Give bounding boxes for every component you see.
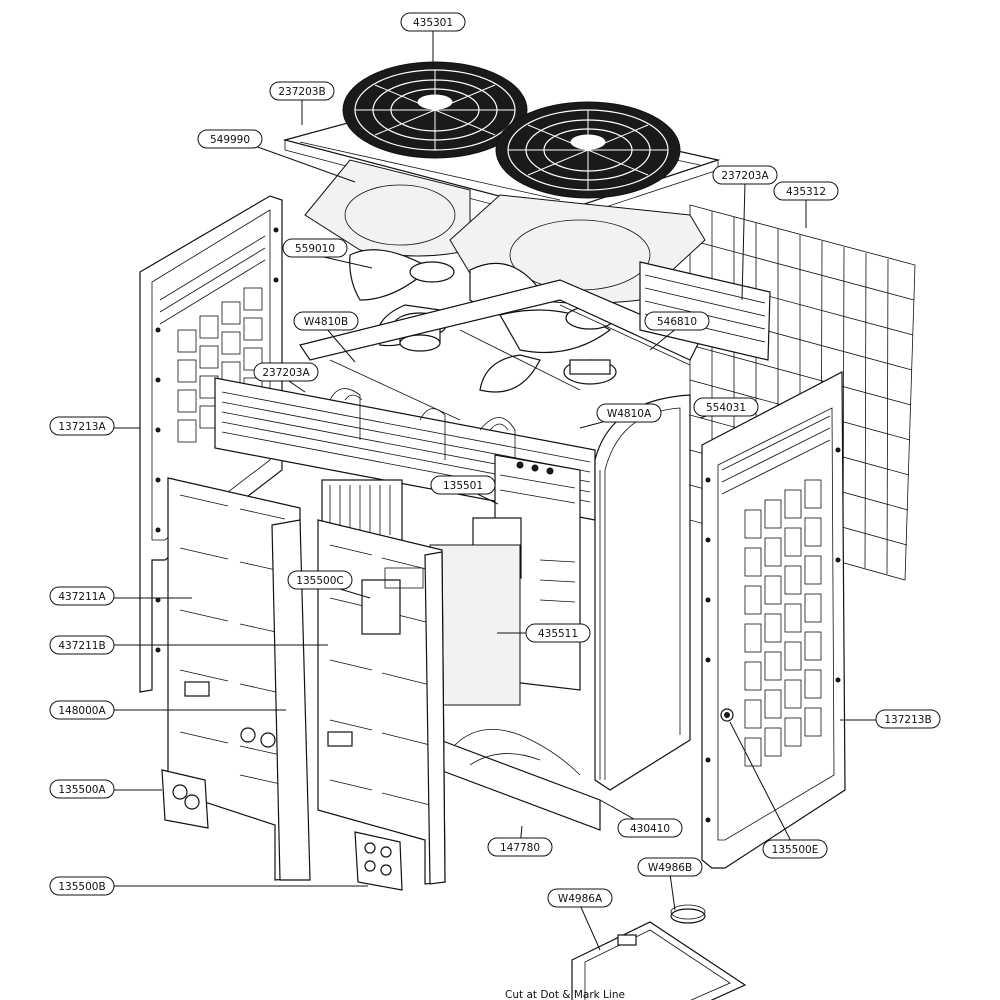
callout-w4986a: W4986A [547,888,613,908]
callout-549990-text: 549990 [210,134,250,146]
callout-w4810a: W4810A [596,403,662,423]
callout-435301-text: 435301 [413,17,453,29]
callout-546810: 546810 [644,311,710,331]
callout-237203a-mid: 237203A [253,362,319,382]
callout-559010: 559010 [282,238,348,258]
right-side-panel-part [701,371,846,869]
callout-237203b-text: 237203B [278,86,325,98]
callout-w4986a-text: W4986A [558,893,603,905]
callout-554031: 554031 [693,397,759,417]
callout-435312: 435312 [773,181,839,201]
callout-135501: 135501 [430,475,496,495]
footer-text: Cut at Dot & Mark Line [505,989,625,1000]
fan-guard-left-part [342,61,528,159]
callout-w4810a-text: W4810A [607,408,652,420]
callout-437211b-text: 437211B [58,640,105,652]
callout-554031-text: 554031 [706,402,746,414]
callout-237203a-top: 237203A [712,165,778,185]
callout-137213a: 137213A [49,416,115,436]
control-box-part [429,454,581,706]
callout-135500e-text: 135500E [772,844,819,856]
callout-135501-text: 135501 [443,480,483,492]
callout-237203b: 237203B [269,81,335,101]
heat-exchanger-part [594,394,691,791]
callout-437211b: 437211B [49,635,115,655]
callout-137213b-text: 137213B [884,714,931,726]
left-side-panel-part [139,195,283,693]
callout-135500a-text: 135500A [58,784,106,796]
callout-435312-text: 435312 [786,186,826,198]
callout-437211a-text: 437211A [58,591,106,603]
callout-435511: 435511 [525,623,591,643]
callout-w4810b: W4810B [293,311,359,331]
drain-cap-part [670,904,706,924]
manual-sheet-part [571,921,747,1000]
callout-435301: 435301 [400,12,466,32]
service-cover-b-part [354,831,403,891]
callout-435511-text: 435511 [538,628,578,640]
callout-137213a-text: 137213A [58,421,106,433]
callout-135500e: 135500E [762,839,828,859]
callout-w4986b: W4986B [637,857,703,877]
callout-135500b: 135500B [49,876,115,896]
callout-135500a: 135500A [49,779,115,799]
callout-148000a: 148000A [49,700,115,720]
callout-559010-text: 559010 [295,243,335,255]
callout-w4986b-text: W4986B [648,862,692,874]
callout-137213b: 137213B [875,709,941,729]
callout-430410: 430410 [617,818,683,838]
callout-135500c: 135500C [287,570,353,590]
callout-147780: 147780 [487,837,553,857]
callout-w4810b-text: W4810B [304,316,348,328]
fan-guard-right-part [495,101,681,199]
callout-430410-text: 430410 [630,823,670,835]
callout-135500b-text: 135500B [58,881,105,893]
callout-549990: 549990 [197,129,263,149]
callout-437211a: 437211A [49,586,115,606]
callout-546810-text: 546810 [657,316,697,328]
callout-135500c-text: 135500C [296,575,343,587]
callout-237203a-top-text: 237203A [721,170,769,182]
callout-237203a-mid-text: 237203A [262,367,310,379]
callout-148000a-text: 148000A [58,705,106,717]
callout-147780-text: 147780 [500,842,540,854]
base-pan-part [439,729,601,831]
service-cover-a-part [161,769,209,829]
front-panel-b-part [317,519,446,885]
